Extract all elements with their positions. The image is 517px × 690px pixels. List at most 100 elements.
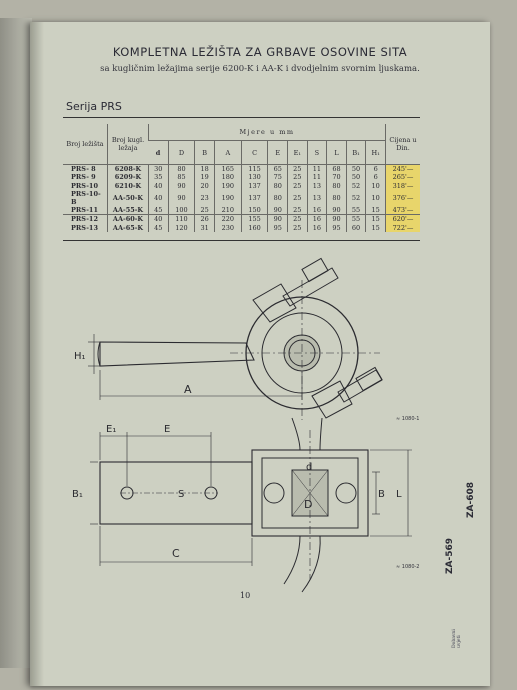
cell-dim: 50	[345, 173, 366, 182]
series-heading: Serija PRS	[66, 100, 122, 113]
cell-dim: 45	[148, 223, 169, 232]
label-d-big: D	[304, 498, 312, 511]
cell-dim: 45	[148, 205, 169, 215]
header-dim: H₁	[365, 140, 386, 165]
cell-price: 473'—	[385, 205, 420, 215]
cell-dim: 35	[148, 173, 169, 182]
header-dim: E	[267, 140, 288, 165]
cell-dim: 40	[148, 189, 169, 206]
cell-dim: 130	[240, 173, 268, 182]
cell-dim: 90	[167, 189, 195, 206]
cell-dim: 110	[167, 214, 195, 224]
cell-dim: 11	[306, 173, 327, 182]
cell-price: 245'—	[385, 164, 420, 174]
cell-dim: 85	[167, 173, 195, 182]
cell-bearing: 6210-K	[107, 181, 149, 190]
page-number: 10	[240, 591, 251, 600]
cell-type: PRS-10-B	[71, 189, 101, 206]
stamp: Dobavni uvjeti	[452, 629, 462, 648]
cell-dim: 100	[167, 205, 195, 215]
cell-dim: 190	[213, 189, 242, 206]
cell-dim: 25	[287, 181, 308, 190]
table-bottom-rule	[63, 240, 420, 241]
cell-dim: 155	[240, 214, 268, 224]
label-l: L	[396, 489, 402, 500]
cell-dim: 6	[365, 173, 386, 182]
page-subtitle: sa kugličnim ležajima serije 6200-K i AA…	[100, 64, 420, 74]
cell-dim: 23	[194, 189, 215, 206]
spec-table: Broj ležišta Broj kugl. ležaja Mjere u m…	[63, 124, 420, 232]
label-c: C	[172, 547, 180, 560]
header-dim: L	[326, 140, 347, 165]
cell-dim: 55	[345, 214, 366, 224]
cell-dim: 16	[306, 205, 327, 215]
cell-dim: 20	[194, 181, 215, 190]
cell-dim: 13	[306, 189, 327, 206]
header-dim: B₁	[345, 140, 366, 165]
cell-bearing: 6209-K	[107, 173, 149, 182]
cell-dim: 230	[213, 223, 242, 232]
cell-dim: 68	[326, 164, 347, 174]
cell-dim: 13	[306, 181, 327, 190]
cell-type: PRS- 9	[71, 173, 96, 182]
cell-dim: 25	[287, 223, 308, 232]
cell-dim: 90	[267, 205, 288, 215]
page-title: KOMPLETNA LEŽIŠTA ZA GRBAVE OSOVINE SITA	[112, 45, 408, 59]
cell-dim: 25	[287, 189, 308, 206]
cell-dim: 90	[326, 214, 347, 224]
cell-dim: 80	[326, 189, 347, 206]
label-ref-bottom: ≈ 1080-2	[396, 564, 420, 570]
cell-dim: 70	[326, 173, 347, 182]
cell-price: 620'—	[385, 214, 420, 224]
header-dim: B	[194, 140, 215, 165]
cell-bearing: AA-60-K	[107, 214, 149, 224]
header-dim: S	[306, 140, 327, 165]
table-top-rule	[63, 117, 420, 118]
cell-dim: 75	[267, 173, 288, 182]
cell-dim: 31	[194, 223, 215, 232]
cell-dim: 15	[365, 205, 386, 215]
label-a: A	[184, 383, 192, 396]
cell-dim: 137	[240, 189, 268, 206]
cell-price: 722'—	[385, 223, 420, 232]
cell-dim: 50	[345, 164, 366, 174]
cell-dim: 25	[287, 205, 308, 215]
cell-dim: 80	[167, 164, 195, 174]
cell-dim: 11	[306, 164, 327, 174]
side-code-2: ZA-569	[445, 537, 455, 574]
cell-dim: 26	[194, 214, 215, 224]
cell-dim: 15	[365, 214, 386, 224]
cell-dim: 180	[213, 173, 242, 182]
label-e1: E₁	[106, 424, 116, 435]
cell-dim: 25	[287, 173, 308, 182]
header-dim: E₁	[287, 140, 308, 165]
cell-dim: 15	[365, 223, 386, 232]
cell-bearing: AA-50-K	[107, 189, 149, 206]
cell-dim: 52	[345, 181, 366, 190]
header-price: Cijena u Din.	[385, 124, 420, 165]
header-dim: C	[240, 140, 268, 165]
cell-dim: 10	[365, 189, 386, 206]
cell-dim: 25	[287, 164, 308, 174]
header-type: Broj ležišta	[63, 124, 108, 165]
cell-type: PRS-13	[71, 223, 98, 232]
cell-dim: 80	[326, 181, 347, 190]
cell-type: PRS-11	[71, 206, 98, 215]
cell-dim: 90	[326, 205, 347, 215]
label-s: S	[178, 489, 184, 500]
label-b: B	[378, 489, 385, 500]
cell-bearing: AA-55-K	[107, 205, 149, 215]
cell-dim: 52	[345, 189, 366, 206]
top-view-drawing	[88, 257, 383, 420]
side-code-1: ZA-608	[466, 481, 476, 518]
label-ref-top: ≈ 1080-1	[396, 416, 420, 422]
cell-dim: 90	[267, 214, 288, 224]
cell-type: PRS-12	[63, 214, 108, 224]
cell-dim: 80	[267, 181, 288, 190]
cell-dim: 25	[194, 205, 215, 215]
cell-price: 376'—	[385, 189, 420, 206]
